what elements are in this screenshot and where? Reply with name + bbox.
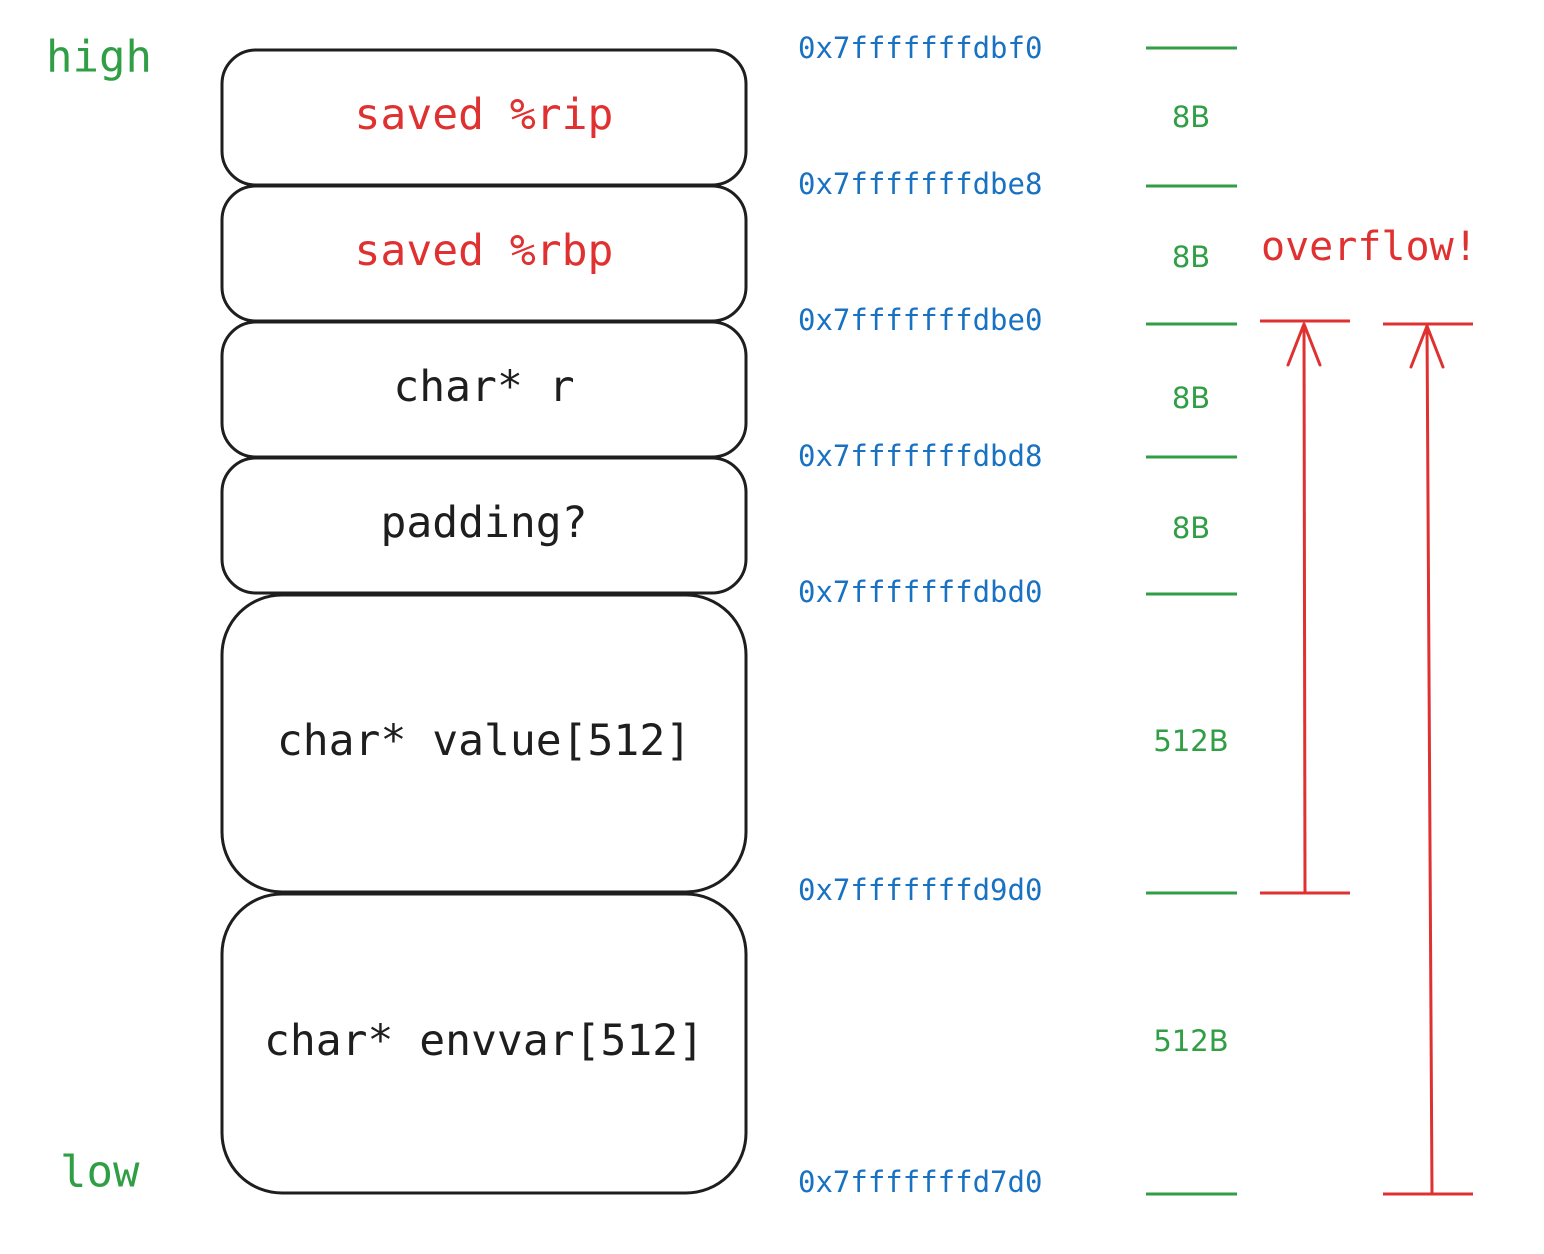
address-label: 0x7fffffffdbe8 (798, 167, 1042, 201)
overflow-label: overflow! (1261, 224, 1478, 270)
size-label: 8B (1172, 511, 1210, 545)
arrow-head-icon (1286, 322, 1322, 367)
stack-slot-saved-rip: saved %rip (220, 48, 748, 187)
stack-slot-box (220, 456, 748, 595)
arrow-shaft (1302, 323, 1307, 894)
low-label: low (60, 1147, 140, 1198)
address-label: 0x7fffffffdbf0 (798, 31, 1042, 65)
stack-slot-padding: padding? (220, 456, 748, 595)
address-label: 0x7fffffffdbd8 (798, 439, 1042, 473)
overflow-arrow-long (1383, 322, 1473, 1196)
size-labels: 8B 8B 8B 8B 512B 512B (1153, 100, 1228, 1058)
size-label: 512B (1153, 724, 1228, 758)
slot-label: padding? (380, 498, 587, 548)
arrow-head-icon (1409, 324, 1445, 369)
stack-slot-box (220, 892, 748, 1195)
size-label: 8B (1172, 240, 1210, 274)
address-label: 0x7fffffffd9d0 (798, 873, 1042, 907)
stack-slot-value-buffer: char* value[512] (220, 593, 748, 894)
slot-label: char* envvar[512] (264, 1016, 704, 1066)
size-label: 512B (1153, 1024, 1228, 1058)
stack-slot-box (220, 593, 748, 894)
address-label: 0x7fffffffd7d0 (798, 1165, 1042, 1199)
slot-label: saved %rip (355, 90, 614, 140)
high-label: high (46, 32, 152, 83)
size-label: 8B (1172, 100, 1210, 134)
arrow-shaft (1425, 325, 1434, 1195)
stack-slot-char-r: char* r (220, 320, 748, 459)
size-label: 8B (1172, 381, 1210, 415)
slot-label: saved %rbp (355, 226, 614, 276)
address-markers: 0x7fffffffdbf0 0x7fffffffdbe8 0x7fffffff… (798, 31, 1237, 1199)
address-label: 0x7fffffffdbe0 (798, 303, 1042, 337)
stack-slot-envvar-buffer: char* envvar[512] (220, 892, 748, 1195)
overflow-arrow-short (1260, 319, 1350, 895)
slot-label: char* r (393, 362, 574, 412)
stack-slot-saved-rbp: saved %rbp (220, 184, 748, 323)
address-label: 0x7fffffffdbd0 (798, 575, 1042, 609)
slot-label: char* value[512] (277, 716, 691, 766)
